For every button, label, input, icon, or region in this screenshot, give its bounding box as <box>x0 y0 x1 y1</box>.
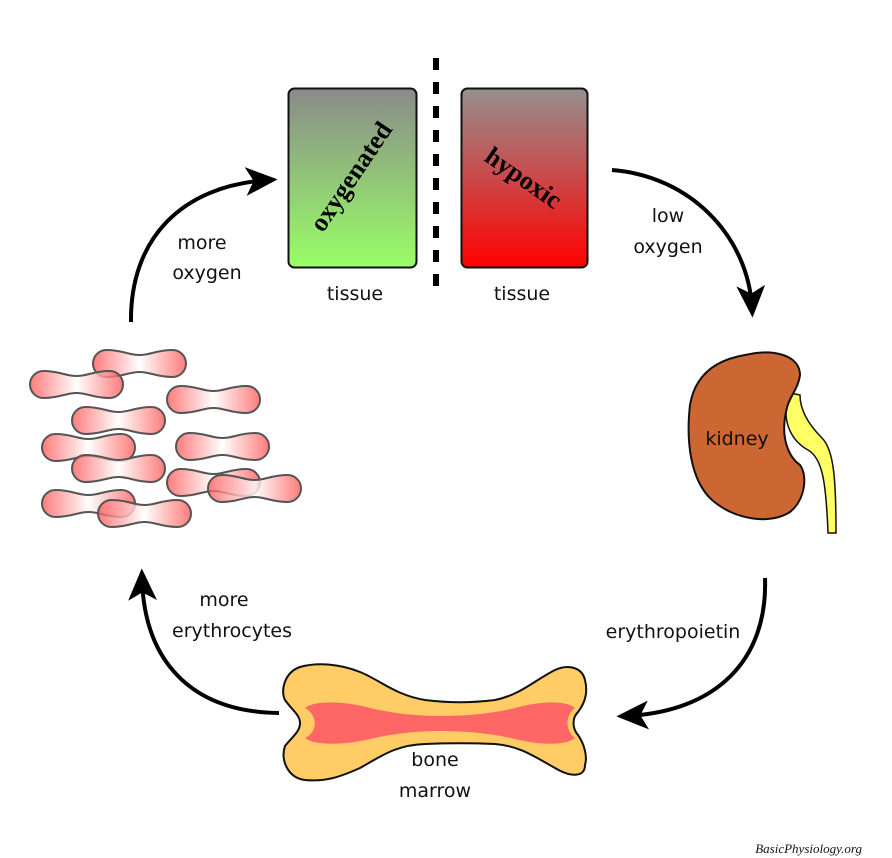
hypoxic-tissue-caption: tissue <box>494 283 550 305</box>
bone-label: bone <box>411 749 458 771</box>
more-oxygen-line1: more <box>177 232 226 254</box>
low-oxygen-line2: oxygen <box>633 236 702 258</box>
kidney: kidney <box>687 351 837 534</box>
erythropoietin-label: erythropoietin <box>606 621 741 643</box>
erythrocyte <box>71 453 166 484</box>
marrow-label: marrow <box>399 780 471 802</box>
ureter <box>785 392 837 534</box>
marrow-shape <box>305 702 575 744</box>
hypoxic-tissue: hypoxic tissue <box>460 87 589 305</box>
more-erythrocytes-line2: erythrocytes <box>172 620 292 642</box>
more-erythrocytes-line1: more <box>199 589 248 611</box>
erythrocyte <box>71 405 166 436</box>
arrow-more-erythrocytes <box>128 568 280 715</box>
arrow-low-oxygen <box>611 168 766 318</box>
kidney-label: kidney <box>705 428 768 450</box>
kidney-shape <box>687 351 806 521</box>
hypoxic-tissue-box <box>460 87 589 269</box>
arrow-more-oxygen <box>128 167 278 323</box>
erythrocyte <box>97 498 192 529</box>
more-oxygen-line2: oxygen <box>172 262 241 284</box>
erythrocyte <box>29 369 124 400</box>
erythrocytes-cluster <box>29 348 302 529</box>
arrow-erythropoietin <box>616 577 768 730</box>
oxygenated-tissue: oxygenated tissue <box>287 87 418 305</box>
erythrocyte <box>175 431 270 462</box>
low-oxygen-line1: low <box>652 205 684 227</box>
oxygenated-tissue-caption: tissue <box>327 283 383 305</box>
oxygenated-tissue-box <box>287 87 418 269</box>
credit-text: BasicPhysiology.org <box>755 841 862 856</box>
bone-marrow: bone marrow <box>282 663 588 802</box>
erythrocyte <box>207 473 302 504</box>
erythrocyte <box>166 384 261 415</box>
